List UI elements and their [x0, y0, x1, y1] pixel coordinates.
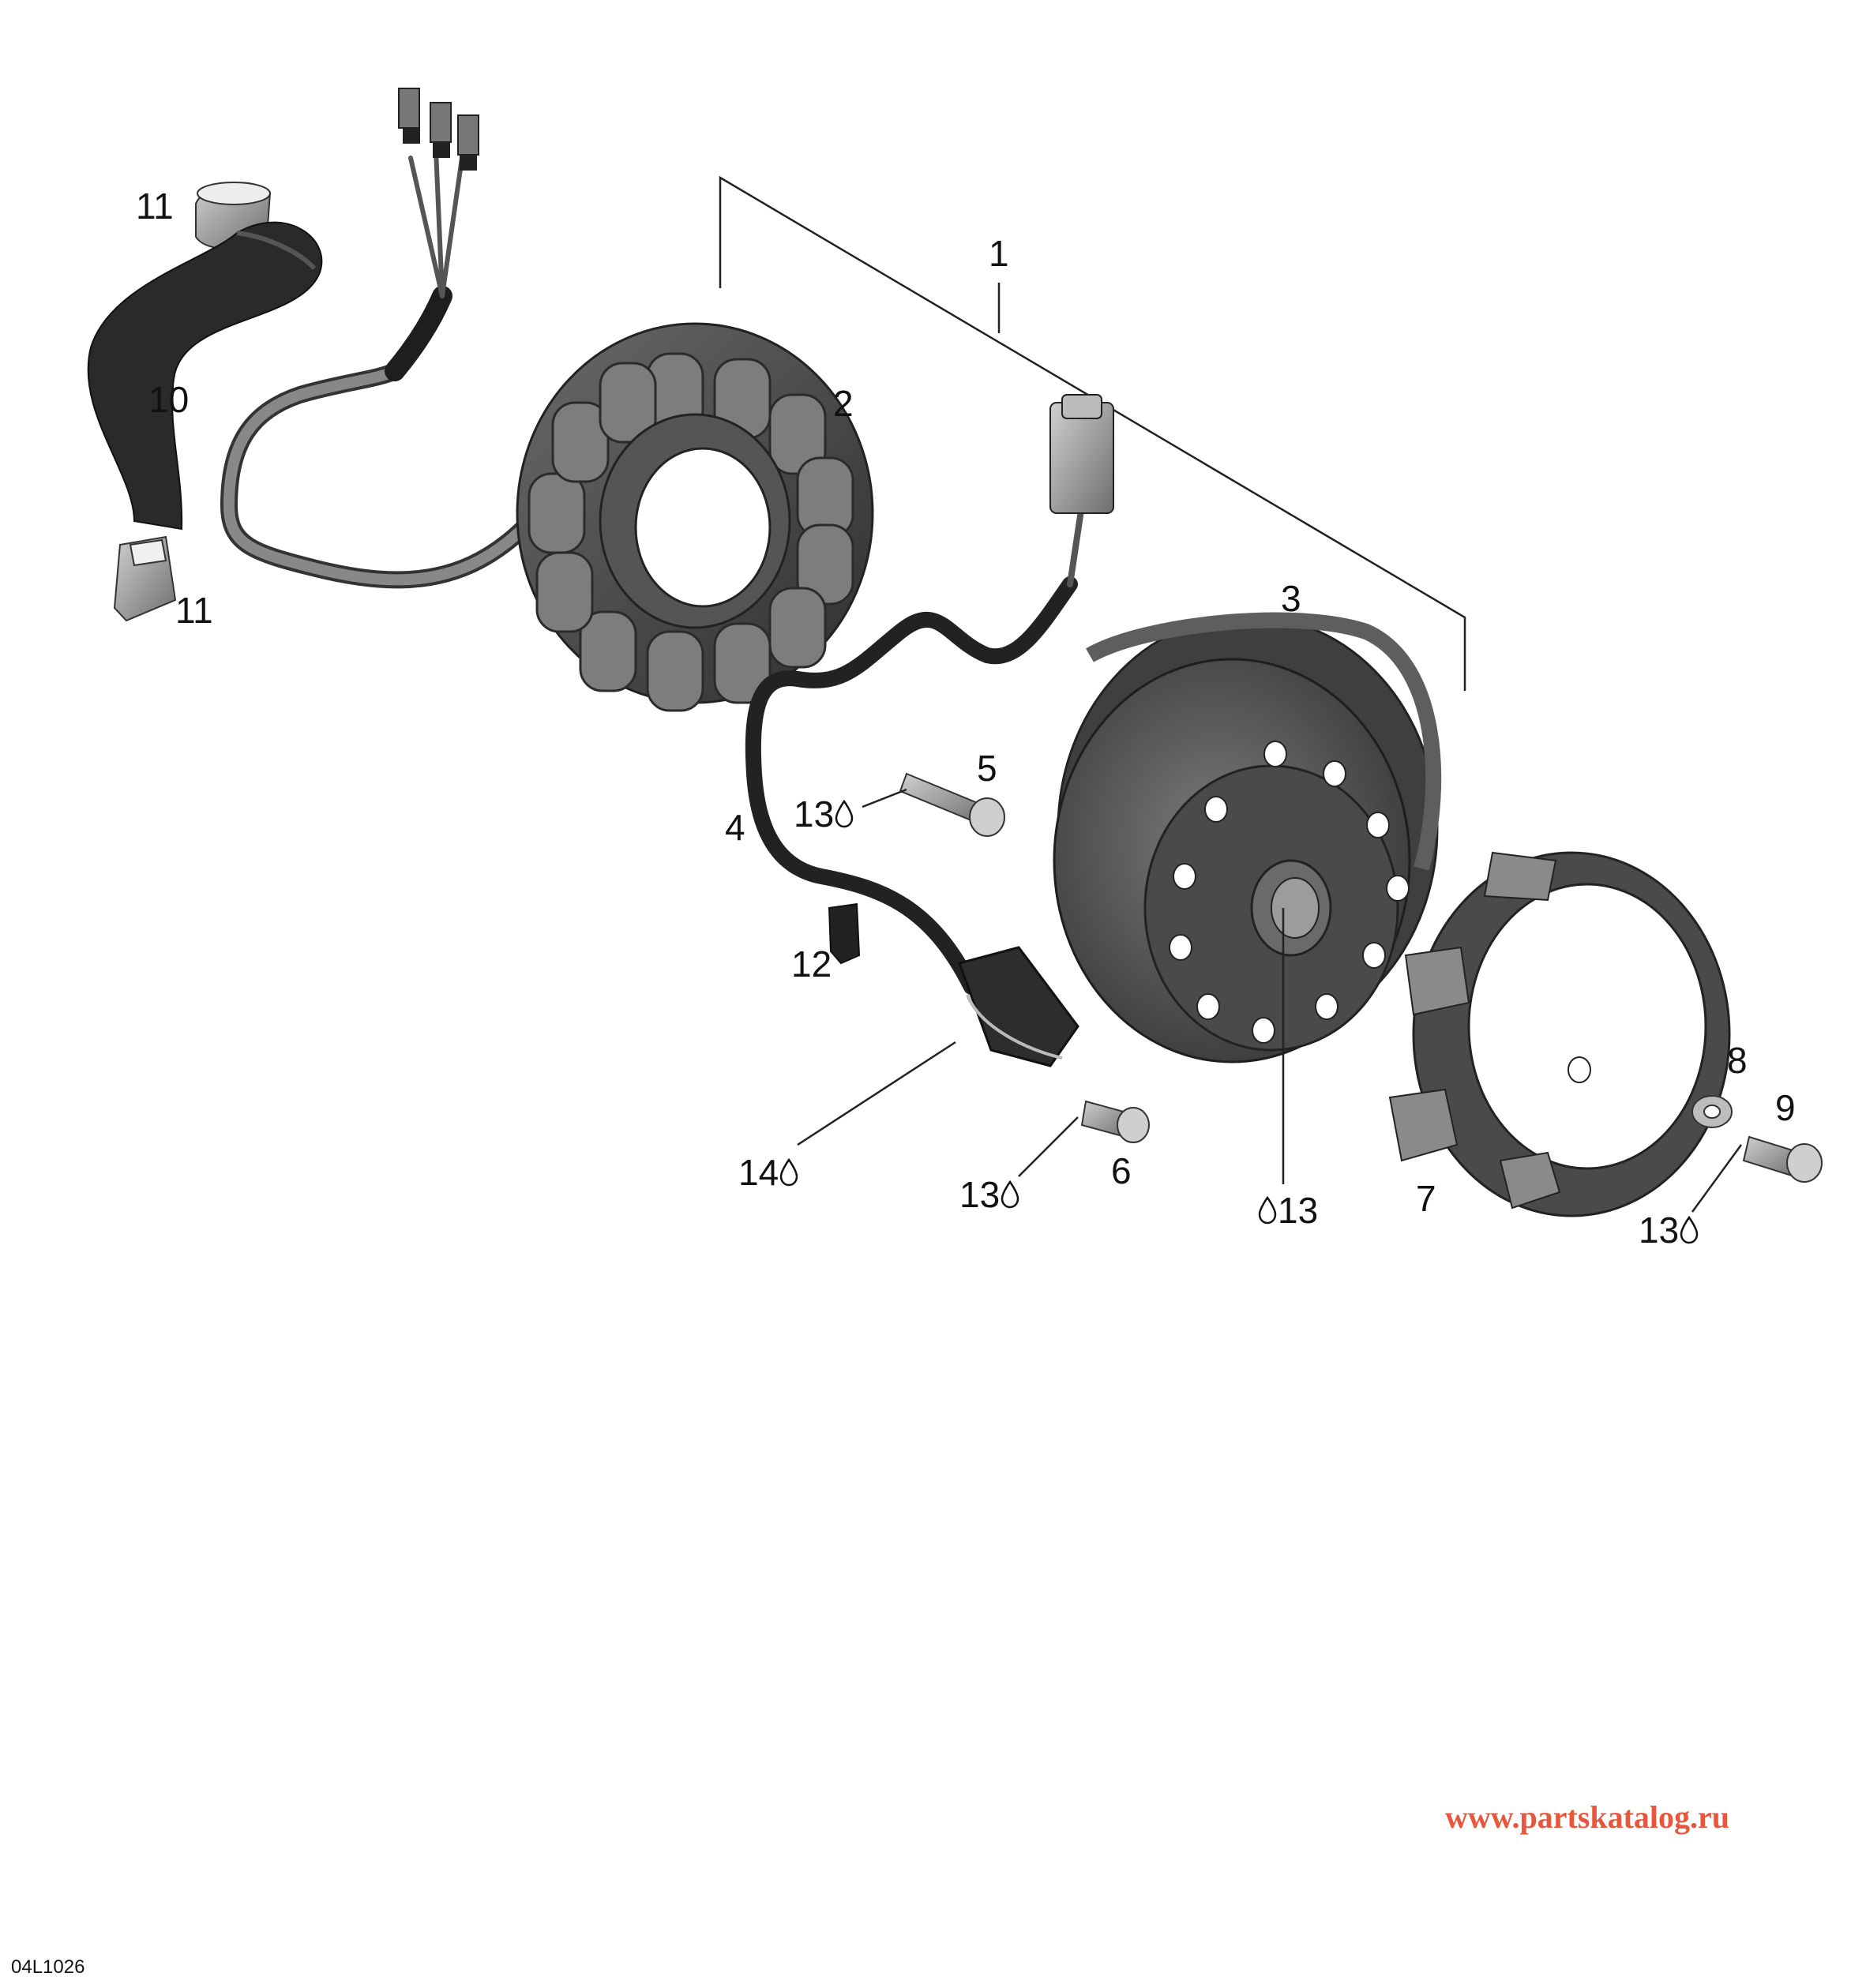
- callout-10: 10: [148, 379, 190, 420]
- rotor: [1053, 612, 1442, 1063]
- callout-11-top: 11: [136, 186, 174, 227]
- callout-1: 1: [989, 233, 1009, 274]
- trigger-wire: [745, 502, 1085, 995]
- callout-6: 6: [1111, 1150, 1132, 1191]
- callout-13-label: 13: [794, 793, 835, 835]
- drive-cup: [1388, 851, 1731, 1217]
- callout-2: 2: [833, 383, 854, 424]
- stator-wire: [220, 148, 597, 589]
- callout-13-screw-5: 13: [794, 796, 854, 832]
- liquid-drop-icon: [779, 1158, 798, 1187]
- callout-13-label: 13: [959, 1174, 1001, 1215]
- liquid-drop-icon: [1001, 1180, 1019, 1209]
- trigger-connector: [1049, 394, 1114, 514]
- wire-clip: [828, 902, 861, 965]
- callout-9: 9: [1775, 1087, 1796, 1128]
- callout-11-bottom: 11: [175, 590, 213, 631]
- trigger-coil: [958, 946, 1079, 1067]
- callout-8: 8: [1727, 1040, 1748, 1081]
- callout-13-bolt-9: 13: [1639, 1212, 1699, 1248]
- liquid-drop-icon: [835, 800, 854, 828]
- leader-lines: [797, 788, 1743, 1213]
- clamp-bottom: [113, 535, 177, 622]
- callout-14-label: 14: [738, 1152, 779, 1193]
- stator: [516, 322, 874, 712]
- callout-4: 4: [725, 807, 745, 848]
- washer-8: [1691, 1095, 1733, 1128]
- callout-13-rotor: 13: [1257, 1192, 1318, 1228]
- callout-13-label: 13: [1639, 1210, 1680, 1251]
- bolt-6: [1080, 1100, 1150, 1143]
- drawing-code: 04L1026: [11, 1956, 85, 1978]
- callout-13-label: 13: [1278, 1190, 1319, 1231]
- callout-5: 5: [977, 748, 997, 789]
- bolt-9: [1742, 1135, 1823, 1183]
- sleeve: [87, 221, 323, 531]
- screw-5: [899, 772, 1005, 837]
- callout-12: 12: [791, 943, 832, 985]
- callout-7: 7: [1416, 1178, 1436, 1219]
- callout-14: 14: [738, 1154, 799, 1191]
- watermark-url: www.partskatalog.ru: [1445, 1799, 1730, 1835]
- stator-connectors: [398, 88, 479, 171]
- callout-13-bolt-6: 13: [959, 1176, 1020, 1213]
- liquid-drop-icon: [1680, 1216, 1699, 1244]
- callout-3: 3: [1281, 578, 1301, 619]
- liquid-drop-icon: [1258, 1196, 1277, 1225]
